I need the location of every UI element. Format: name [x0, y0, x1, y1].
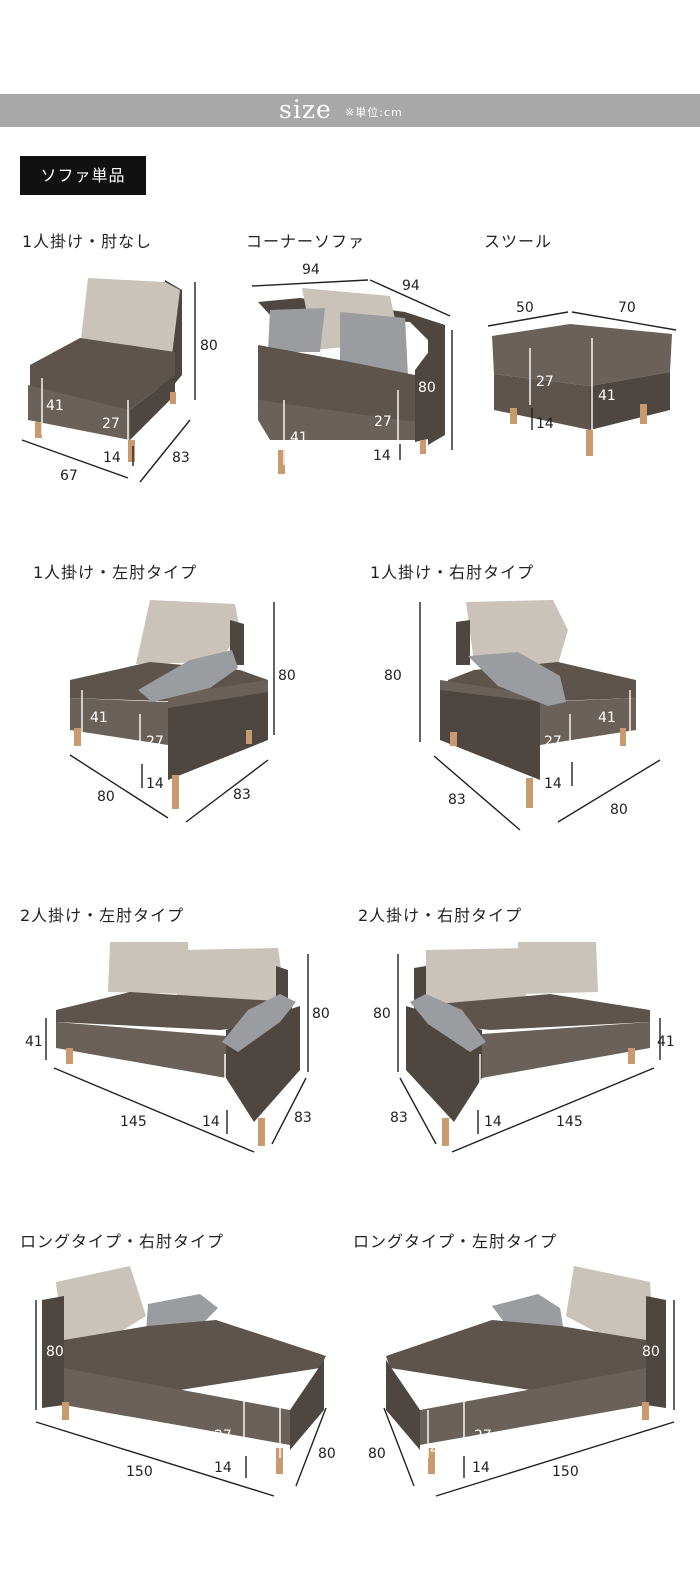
item-name: ロングタイプ・右肘タイプ: [20, 1232, 225, 1251]
item-name: ロングタイプ・左肘タイプ: [353, 1232, 558, 1251]
dim-seat-height: 41: [90, 710, 108, 726]
dim-seat-thickness: 27: [374, 414, 392, 430]
dim-height: 80: [200, 338, 218, 354]
dim-depth: 80: [318, 1446, 336, 1462]
unit-note: ※単位:cm: [345, 106, 403, 119]
dim-depth: 83: [172, 450, 190, 466]
dim-width: 150: [126, 1464, 153, 1480]
dim-width: 94: [302, 262, 320, 278]
dim-seat-height: 41: [657, 1034, 675, 1050]
dim-seat-thickness: 27: [202, 1078, 220, 1094]
dim-width: 80: [97, 789, 115, 805]
dim-height: 80: [642, 1344, 660, 1360]
item-name: コーナーソファ: [246, 232, 366, 251]
dim-seat-thickness: 27: [484, 1078, 502, 1094]
dim-seat-height: 41: [46, 398, 64, 414]
dim-leg-height: 14: [202, 1114, 220, 1130]
sofa-image-corner: 94 94 80 41 27 14: [251, 262, 453, 474]
dim-height: 41: [598, 388, 616, 404]
dim-seat-height: 41: [598, 710, 616, 726]
sofa-image-armless: 80 41 27 14 67 83: [21, 278, 218, 484]
sofa-image-long-right-arm: 80 27 41 150 14 80: [35, 1266, 336, 1497]
dim-depth: 83: [233, 787, 251, 803]
dim-depth: 83: [448, 792, 466, 808]
dim-leg-height: 14: [146, 776, 164, 792]
dim-seat-height: 41: [290, 430, 308, 446]
sofa-image-2seat-right-arm: 80 41 27 83 14 145: [373, 942, 675, 1153]
dim-width: 150: [552, 1464, 579, 1480]
dim-seat-height: 41: [25, 1034, 43, 1050]
item-name: 2人掛け・左肘タイプ: [20, 906, 185, 925]
dim-leg-height: 14: [544, 776, 562, 792]
item-name: スツール: [484, 232, 553, 251]
sofa-image-single-right-arm: 80 41 27 14 83 80: [384, 600, 661, 831]
sofa-image-long-left-arm: 80 41 27 80 14 150: [368, 1266, 675, 1497]
dim-leg-height: 14: [373, 448, 391, 464]
dim-leg-height: 14: [484, 1114, 502, 1130]
dim-seat-height: 41: [258, 1442, 276, 1458]
dim-seat-thickness: 27: [102, 416, 120, 432]
dim-height: 80: [278, 668, 296, 684]
dim-leg-height: 14: [536, 416, 554, 432]
dim-depth: 70: [618, 300, 636, 316]
sofa-image-single-left-arm: 80 41 27 14 80 83: [69, 600, 296, 823]
dim-leg-height: 14: [214, 1460, 232, 1476]
dim-height: 80: [373, 1006, 391, 1022]
dim-leg-height: 14: [103, 450, 121, 466]
size-banner: size ※単位:cm: [0, 94, 700, 127]
dim-height: 80: [384, 668, 402, 684]
dim-seat-thickness: 27: [536, 374, 554, 390]
dim-seat-thickness: 27: [214, 1428, 232, 1444]
item-name: 1人掛け・左肘タイプ: [33, 563, 198, 582]
dim-width: 50: [516, 300, 534, 316]
dim-depth: 80: [368, 1446, 386, 1462]
dim-seat-height: 41: [430, 1442, 448, 1458]
dim-depth: 83: [390, 1110, 408, 1126]
dim-seat-thickness: 27: [146, 734, 164, 750]
dim-width: 145: [120, 1114, 147, 1130]
section-tag: ソファ単品: [20, 156, 146, 195]
dim-width: 145: [556, 1114, 583, 1130]
dim-leg-height: 14: [472, 1460, 490, 1476]
dim-height: 80: [46, 1344, 64, 1360]
dim-seat-thickness: 27: [544, 734, 562, 750]
sofa-image-2seat-left-arm: 80 41 27 145 14 83: [25, 942, 330, 1153]
dim-width: 67: [60, 468, 78, 484]
dim-height: 80: [418, 380, 436, 396]
dim-depth: 83: [294, 1110, 312, 1126]
dim-width: 80: [610, 802, 628, 818]
dim-depth: 94: [402, 278, 420, 294]
item-name: 1人掛け・右肘タイプ: [370, 563, 535, 582]
dim-seat-thickness: 27: [474, 1428, 492, 1444]
item-name: 2人掛け・右肘タイプ: [358, 906, 523, 925]
item-name: 1人掛け・肘なし: [22, 232, 153, 251]
banner-title: size: [279, 95, 332, 124]
sofa-image-stool: 50 70 27 41 14: [487, 300, 677, 456]
dim-height: 80: [312, 1006, 330, 1022]
